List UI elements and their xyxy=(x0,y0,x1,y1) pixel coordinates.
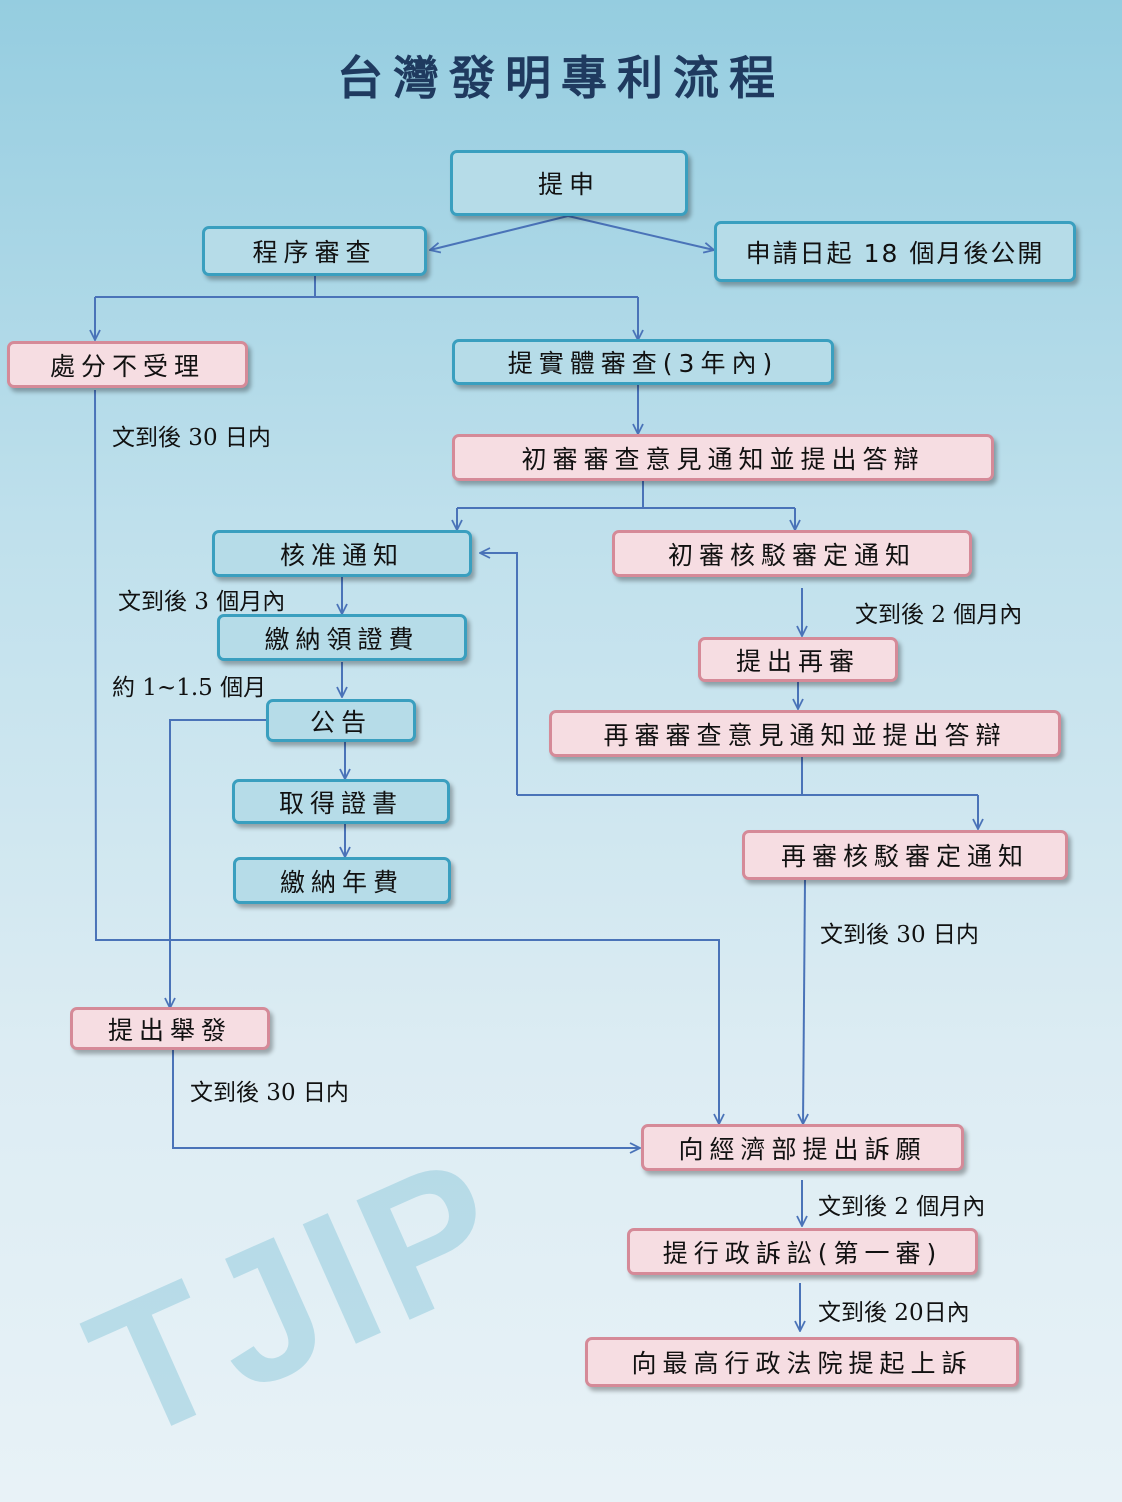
rejection-box: 處分不受理 xyxy=(7,341,248,388)
admin-litigation-box: 提行政訴訟(第一審) xyxy=(627,1228,978,1275)
announcement-box: 公告 xyxy=(266,699,416,742)
allowance-box: 核准通知 xyxy=(212,530,472,577)
filing-box: 提申 xyxy=(450,150,688,216)
formality-exam-box: 程序審查 xyxy=(202,226,427,276)
note-invalidation-30d: 文到後 30 日内 xyxy=(190,1073,349,1107)
first-rejection-box: 初審核駁審定通知 xyxy=(612,530,972,577)
first-office-action-box: 初審審查意見通知並提出答辯 xyxy=(452,434,994,481)
request-exam-box: 提實體審查(3年內) xyxy=(452,339,834,385)
note-announce-time: 約 1~1.5 個月 xyxy=(112,668,266,702)
re-exam-rejection-box: 再審核駁審定通知 xyxy=(742,830,1068,880)
publication-box: 申請日起 18 個月後公開 xyxy=(714,221,1076,282)
certificate-box: 取得證書 xyxy=(232,779,450,824)
annuity-box: 繳納年費 xyxy=(233,857,451,904)
supreme-appeal-box: 向最高行政法院提起上訴 xyxy=(585,1337,1019,1387)
pay-cert-fee-box: 繳納領證費 xyxy=(217,614,467,661)
re-exam-action-box: 再審審查意見通知並提出答辯 xyxy=(549,710,1061,757)
note-litigation-20d: 文到後 20日內 xyxy=(818,1293,970,1327)
invalidation-box: 提出舉發 xyxy=(70,1007,270,1050)
note-rejection-30d: 文到後 30 日内 xyxy=(112,418,271,452)
note-allowance-3m: 文到後 3 個月內 xyxy=(118,582,285,616)
note-appeal-2m: 文到後 2 個月內 xyxy=(818,1187,985,1221)
note-first-rejection-2m: 文到後 2 個月內 xyxy=(855,595,1022,629)
note-re-exam-rejection-30d: 文到後 30 日内 xyxy=(820,915,979,949)
appeal-box: 向經濟部提出訴願 xyxy=(641,1124,964,1171)
re-exam-box: 提出再審 xyxy=(698,637,898,682)
